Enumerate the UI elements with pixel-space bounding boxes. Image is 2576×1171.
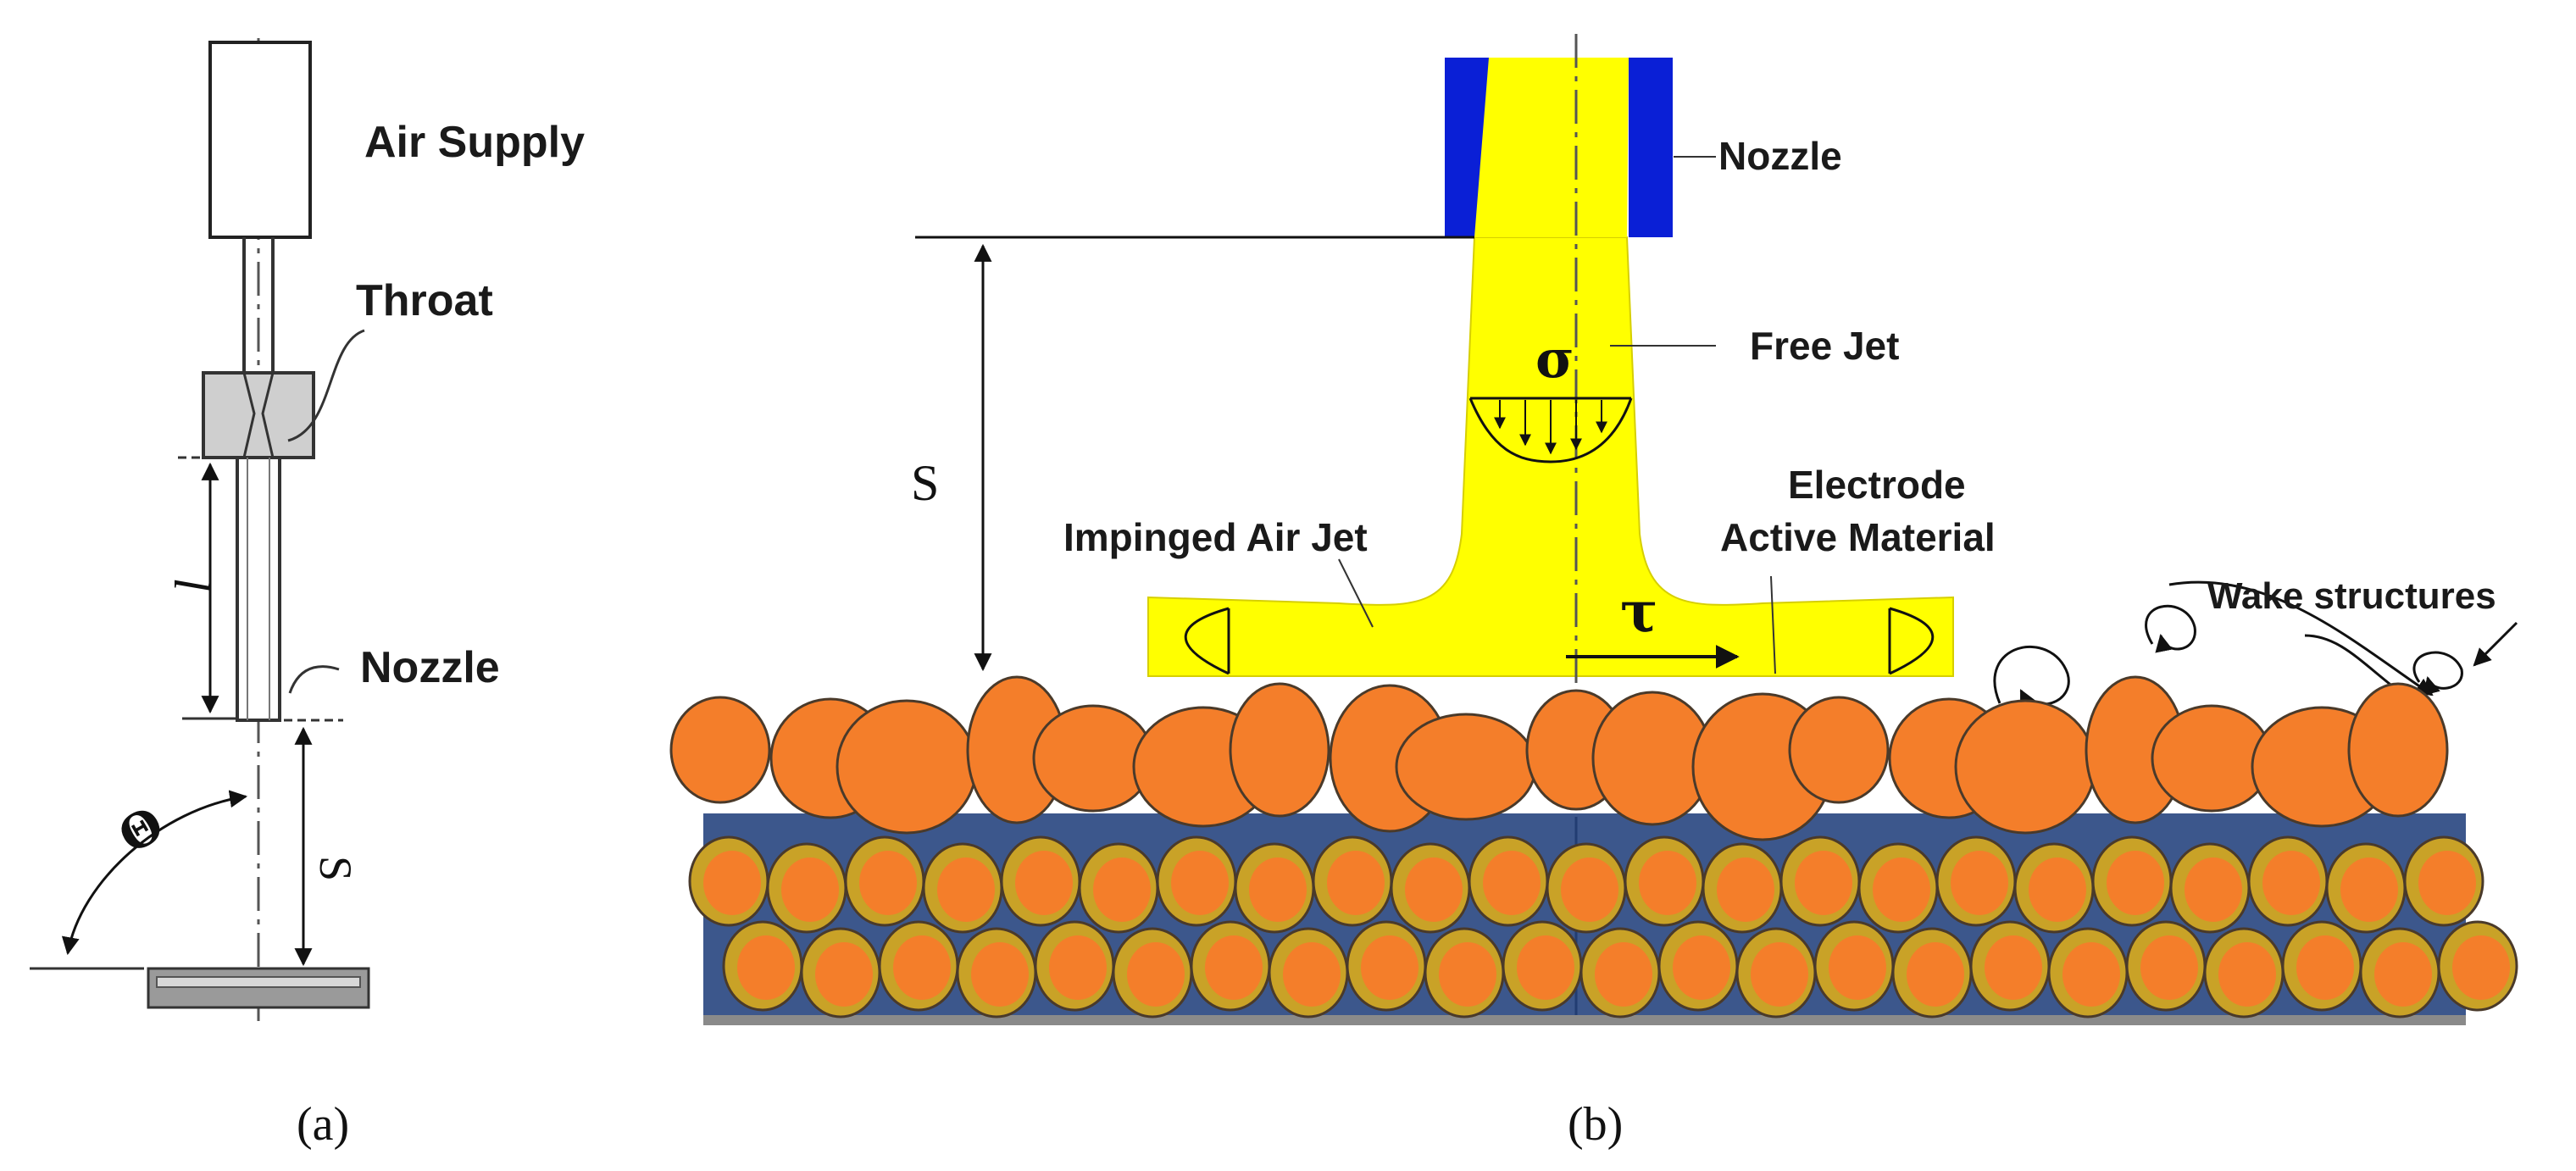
active-particle-core (2340, 857, 2398, 922)
active-particle-core (971, 942, 1029, 1007)
caption-b: (b) (1568, 1098, 1623, 1151)
throat-label: Throat (356, 276, 493, 325)
active-particle-core (1171, 851, 1229, 915)
active-particle-core (1327, 851, 1385, 915)
length-symbol: l (165, 579, 221, 593)
active-particle-core (1795, 851, 1852, 915)
wall-jet-profile-right (1889, 607, 1935, 675)
electrode-leader (1770, 575, 1776, 674)
impinged-leader (1338, 558, 1374, 628)
active-particle-core (1093, 857, 1151, 922)
active-particle-top (1954, 699, 2096, 835)
velocity-profile-free-jet (1468, 397, 1633, 463)
throat-block (202, 371, 315, 459)
panel-a: Air Supply Throat Nozzle l S Θ (a) (30, 38, 585, 1151)
air-supply-label: Air Supply (364, 118, 585, 167)
active-particle-core (737, 935, 795, 1000)
active-particle-core (2107, 851, 2164, 915)
wake-structures-label: Wake structures (2207, 575, 2496, 617)
active-particle-core (1639, 851, 1696, 915)
velocity-profile-arrows (1494, 400, 1607, 455)
target-plate-inner (156, 976, 361, 988)
impinged-air-jet-label: Impinged Air Jet (1063, 515, 1368, 559)
active-particle-core (1561, 857, 1618, 922)
active-particle-core (2418, 851, 2476, 915)
active-particle-top (836, 699, 978, 835)
active-particle-core (2185, 857, 2242, 922)
active-particle-core (1127, 942, 1185, 1007)
electrode-label-line2: Active Material (1720, 515, 1996, 559)
angle-arc (61, 790, 248, 956)
active-particle-core (1205, 935, 1263, 1000)
nozzle-label-a: Nozzle (360, 643, 500, 692)
free-jet-label: Free Jet (1750, 324, 1899, 368)
throat-constriction (242, 372, 275, 458)
active-particle-top (1229, 682, 1330, 818)
active-particle-core (2296, 935, 2354, 1000)
active-particle-top (2347, 682, 2449, 818)
active-particle-core (815, 942, 873, 1007)
active-particle-core (1483, 851, 1541, 915)
sigma-label: σ (1535, 328, 1574, 390)
nozzle-leader (288, 665, 340, 694)
nozzle-tube (236, 456, 281, 722)
current-collector (703, 1015, 2466, 1025)
panel-b: Nozzle Free Jet S σ τ Impinged Air Jet E… (669, 34, 2518, 1151)
air-supply-chamber (208, 41, 312, 239)
active-particle-core (1439, 942, 1496, 1007)
active-particle-core (1517, 935, 1574, 1000)
nozzle-block-right (1629, 58, 1673, 237)
nozzle-label-b: Nozzle (1718, 134, 1842, 178)
active-particle-core (1751, 942, 1808, 1007)
active-particle-top (669, 696, 771, 804)
active-particle-core (2218, 942, 2276, 1007)
active-particle-core (2452, 935, 2510, 1000)
caption-a: (a) (297, 1098, 349, 1151)
active-particle-core (2374, 942, 2432, 1007)
active-particle-top (1395, 713, 1537, 821)
active-particle-core (1985, 935, 2042, 1000)
active-particle-core (1249, 857, 1307, 922)
active-particle-core (1405, 857, 1463, 922)
active-particle-core (2029, 857, 2086, 922)
active-particle-core (1829, 935, 1886, 1000)
active-particle-core (859, 851, 917, 915)
active-particle-core (1717, 857, 1774, 922)
active-particle-core (1283, 942, 1341, 1007)
active-particle-core (781, 857, 839, 922)
active-particle-core (703, 851, 761, 915)
active-particle-core (1907, 942, 1964, 1007)
active-particle-core (2140, 935, 2198, 1000)
active-particle-core (1361, 935, 1418, 1000)
active-particle-core (1951, 851, 2008, 915)
electrode-label-line1: Electrode (1788, 463, 1966, 507)
active-particle-core (1595, 942, 1652, 1007)
angle-symbol: Θ (109, 796, 173, 865)
nozzle-bore (1474, 58, 1629, 237)
active-particle-core (937, 857, 995, 922)
active-particle-core (1049, 935, 1107, 1000)
standoff-label-b: S (911, 455, 939, 511)
active-particle-core (893, 935, 951, 1000)
standoff-symbol-a: S (310, 856, 361, 881)
air-jet-region (1147, 236, 1954, 677)
electrode-particles (669, 675, 2518, 1018)
active-particle-top (1788, 696, 1890, 804)
active-particle-core (1015, 851, 1073, 915)
active-particle-core (2262, 851, 2320, 915)
active-particle-core (1673, 935, 1730, 1000)
active-particle-core (1873, 857, 1930, 922)
active-particle-core (2062, 942, 2120, 1007)
tau-label: τ (1620, 579, 1657, 645)
wall-jet-profile-left (1184, 607, 1230, 675)
throat-leader (287, 329, 365, 442)
